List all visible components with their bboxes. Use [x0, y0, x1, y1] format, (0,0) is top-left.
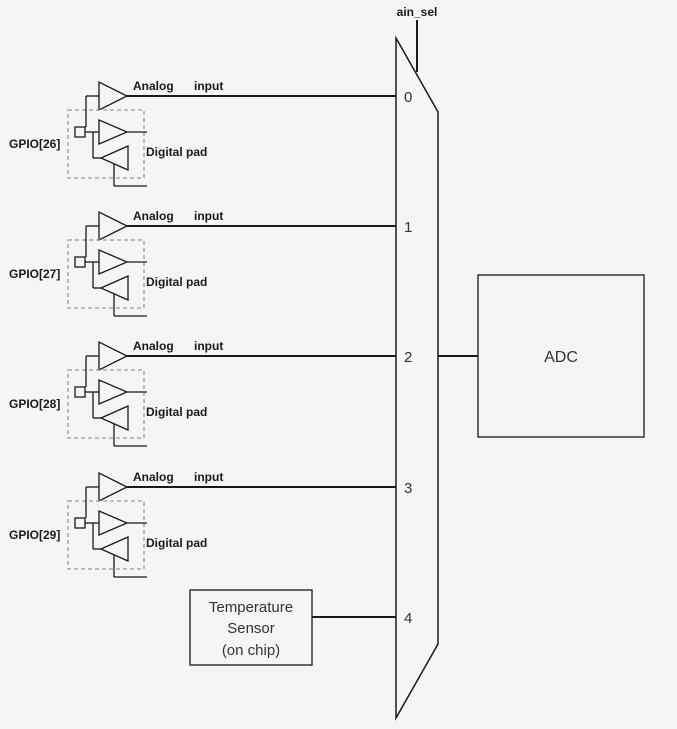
ain-sel-label: ain_sel	[397, 5, 438, 19]
analog-label: Analog	[133, 209, 174, 223]
analog-buffer-icon	[98, 80, 129, 112]
input-label: input	[194, 209, 223, 223]
analog-label: Analog	[133, 79, 174, 93]
mux-input-number: 2	[404, 349, 412, 366]
pad-square-icon	[74, 386, 86, 398]
digital-pad-label: Digital pad	[146, 145, 207, 159]
pad-square-icon	[74, 517, 86, 529]
adc-block	[477, 274, 645, 438]
mux-input-number: 3	[404, 480, 412, 497]
input-label: input	[194, 79, 223, 93]
analog-label: Analog	[133, 470, 174, 484]
gpio-label: GPIO[27]	[9, 267, 60, 281]
gpio-pad-box	[67, 239, 145, 309]
mux-input-number: 4	[404, 610, 412, 627]
output-driver-icon	[98, 379, 129, 405]
gpio-label: GPIO[29]	[9, 528, 60, 542]
analog-buffer-icon	[98, 340, 129, 372]
analog-label: Analog	[133, 339, 174, 353]
temperature-sensor-line-2: Sensor	[227, 620, 275, 637]
mux-shape	[395, 35, 439, 721]
temperature-sensor-box	[189, 589, 313, 666]
analog-buffer-icon	[98, 210, 129, 242]
output-driver-icon	[98, 119, 129, 145]
digital-pad-label: Digital pad	[146, 275, 207, 289]
output-driver-icon	[98, 510, 129, 536]
gpio-pad-box	[67, 109, 145, 179]
input-label: input	[194, 470, 223, 484]
pad-square-icon	[74, 256, 86, 268]
mux-input-numbers: 0 1 2 3 4	[404, 89, 412, 627]
gpio-pad-box	[67, 369, 145, 439]
digital-pad-label: Digital pad	[146, 536, 207, 550]
temperature-sensor-line-3: (on chip)	[222, 642, 280, 659]
temperature-sensor-line-1: Temperature	[209, 599, 293, 616]
pad-square-icon	[74, 126, 86, 138]
output-driver-icon	[98, 249, 129, 275]
gpio-pad-box	[67, 500, 145, 570]
adc-label: ADC	[544, 349, 578, 366]
analog-buffer-icon	[98, 471, 129, 503]
gpio-label: GPIO[28]	[9, 397, 60, 411]
input-label: input	[194, 339, 223, 353]
mux-input-number: 1	[404, 219, 412, 236]
digital-pad-label: Digital pad	[146, 405, 207, 419]
mux-input-number: 0	[404, 89, 412, 106]
gpio-label: GPIO[26]	[9, 137, 60, 151]
